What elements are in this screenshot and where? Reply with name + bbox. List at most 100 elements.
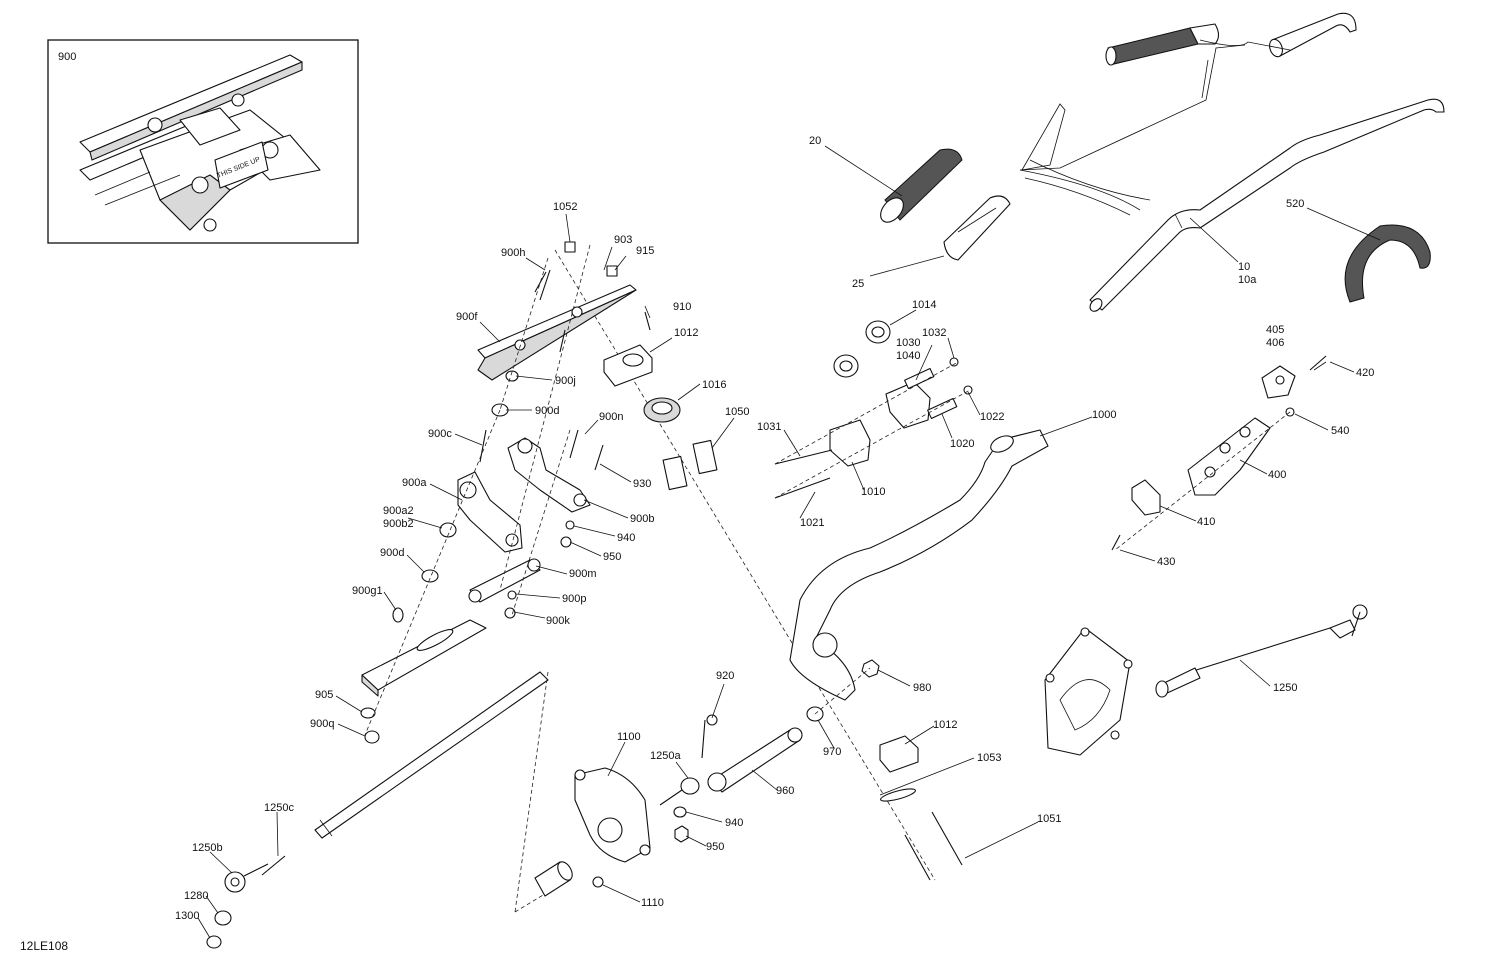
- callout-970: 970: [823, 746, 841, 758]
- callout-540: 540: [1331, 425, 1349, 437]
- callout-520: 520: [1286, 198, 1304, 210]
- callout-1110: 1110: [641, 897, 664, 909]
- callout-900n: 900n: [599, 411, 623, 423]
- callout-1016: 1016: [702, 379, 726, 391]
- housing-1100: [574, 767, 651, 863]
- grip-right: [1269, 12, 1357, 58]
- callout-900a: 900a: [402, 477, 427, 489]
- bolt-910: [644, 311, 651, 331]
- callout-900d-upper: 900d: [535, 405, 559, 417]
- tie-rod-long: [314, 671, 549, 839]
- callout-905: 905: [315, 689, 333, 701]
- callout-1031: 1031: [757, 421, 781, 433]
- ball-joint-1250a: [659, 777, 700, 806]
- callout-900j: 900j: [555, 375, 576, 387]
- handlebar: [1089, 98, 1445, 312]
- callout-labels: 20 25 10 10a 520 1052 903 915 900h 900f …: [175, 135, 1374, 922]
- tie-rod-1250: [1155, 604, 1368, 698]
- callout-10a: 10a: [1238, 274, 1257, 286]
- bolt-900n: [569, 429, 579, 459]
- callout-410: 410: [1197, 516, 1215, 528]
- callout-900d-lower: 900d: [380, 547, 404, 559]
- callout-900b: 900b: [630, 513, 654, 525]
- callout-910: 910: [673, 301, 691, 313]
- pin-1040: [904, 367, 935, 389]
- arm-900b: [507, 437, 591, 513]
- callout-950-upper: 950: [603, 551, 621, 563]
- hand-guard: [1344, 224, 1431, 303]
- reference-code: 12LE108: [20, 939, 68, 953]
- callout-1032: 1032: [922, 327, 946, 339]
- callout-900m: 900m: [569, 568, 597, 580]
- callout-1250a: 1250a: [650, 750, 681, 762]
- callout-1014: 1014: [912, 299, 936, 311]
- cover-housing: [1044, 627, 1133, 756]
- grip-left: [880, 148, 963, 223]
- nut-915: [606, 265, 618, 277]
- callout-20: 20: [809, 135, 821, 147]
- callout-420: 420: [1356, 367, 1374, 379]
- grip-heated: [1105, 23, 1220, 66]
- callout-980: 980: [913, 682, 931, 694]
- inset-detail-900: 900 THIS SIDE UP: [47, 39, 359, 244]
- callout-900q: 900q: [310, 718, 334, 730]
- callout-903: 903: [614, 234, 632, 246]
- callout-900g1: 900g1: [352, 585, 383, 597]
- callout-1050: 1050: [725, 406, 749, 418]
- shim-1050a: [662, 455, 688, 491]
- bolt-1021: [774, 477, 831, 499]
- callout-1022: 1022: [980, 411, 1004, 423]
- callout-1250: 1250: [1273, 682, 1297, 694]
- callout-1012-upper: 1012: [674, 327, 698, 339]
- rod-end-1250b: [224, 863, 269, 893]
- switch-assembly-400: [1187, 417, 1271, 496]
- callout-400: 400: [1268, 469, 1286, 481]
- clamp-lower-1012: [879, 735, 919, 773]
- throttle-sleeve: [943, 195, 1011, 261]
- callout-406: 406: [1266, 337, 1284, 349]
- callout-430: 430: [1157, 556, 1175, 568]
- callout-405: 405: [1266, 324, 1284, 336]
- callout-900b2: 900b2: [383, 518, 414, 530]
- callout-915: 915: [636, 245, 654, 257]
- callout-25: 25: [852, 278, 864, 290]
- callout-1040: 1040: [896, 350, 920, 362]
- callout-900f: 900f: [456, 311, 478, 323]
- leader-lines: [197, 145, 1381, 939]
- plate-905: [361, 619, 487, 697]
- bolt-1031: [774, 449, 833, 465]
- nut-1052: [564, 241, 576, 253]
- callout-960: 960: [776, 785, 794, 797]
- nut-980: [861, 659, 880, 678]
- link-rod-960: [707, 727, 803, 793]
- callout-900p: 900p: [562, 593, 586, 605]
- clamp-410: [1131, 479, 1161, 516]
- callout-1021: 1021: [800, 517, 824, 529]
- callout-1051: 1051: [1037, 813, 1061, 825]
- steering-column-group: [554, 249, 1049, 881]
- callout-950-lower: 950: [706, 841, 724, 853]
- callout-1052: 1052: [553, 201, 577, 213]
- callout-900c: 900c: [428, 428, 452, 440]
- bracket-405: [1261, 365, 1296, 399]
- bolt-920: [701, 719, 706, 759]
- callout-1250b: 1250b: [192, 842, 223, 854]
- pin-1020: [927, 397, 958, 419]
- link-900m: [468, 558, 541, 603]
- inset-label: 900: [58, 51, 76, 63]
- callout-1280: 1280: [184, 890, 208, 902]
- steering-column: [789, 429, 1049, 701]
- bushing-1016: [643, 397, 681, 423]
- bolt-1051b: [931, 811, 963, 866]
- handlebar-grips-group: [880, 12, 1445, 312]
- bolt-1051a: [904, 834, 931, 881]
- callout-1250c: 1250c: [264, 802, 294, 814]
- callout-1012-lower: 1012: [933, 719, 957, 731]
- clamp-1010: [829, 381, 931, 467]
- shim-1050b: [692, 439, 718, 475]
- callout-900k: 900k: [546, 615, 570, 627]
- callout-940-lower: 940: [725, 817, 743, 829]
- rail-900f: [477, 284, 637, 359]
- callout-1300: 1300: [175, 910, 199, 922]
